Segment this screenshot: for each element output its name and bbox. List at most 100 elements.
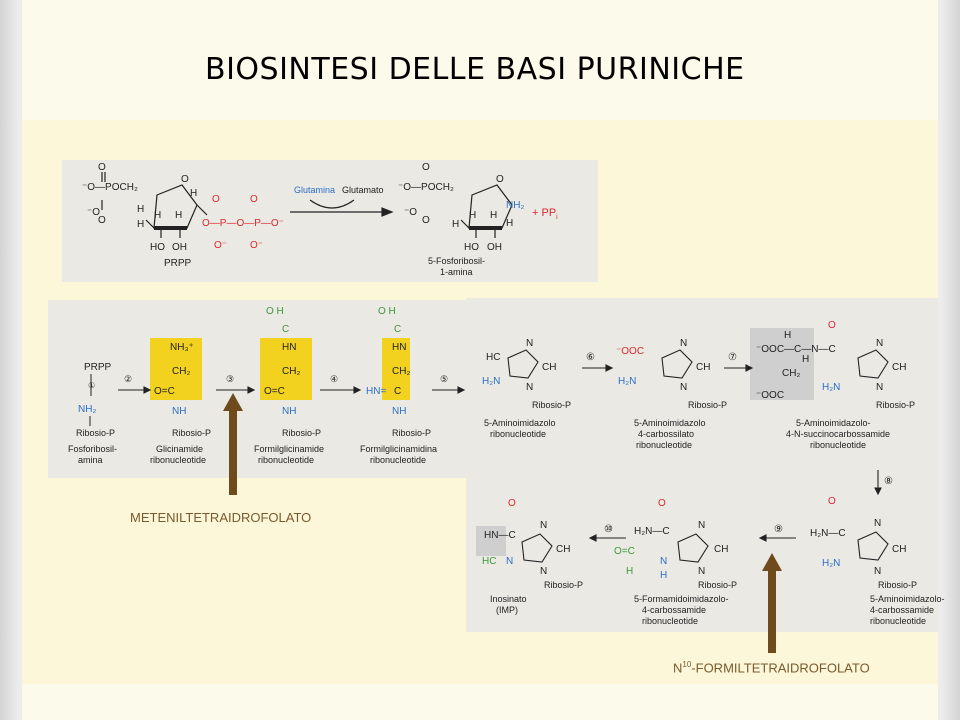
svg-text:O: O <box>658 498 666 509</box>
svg-text:O=C: O=C <box>614 546 635 557</box>
svg-text:Ribosio-P: Ribosio-P <box>544 580 583 590</box>
formiltetra-arrow <box>762 553 782 653</box>
svg-text:N: N <box>698 566 705 577</box>
highlight-glycine <box>150 338 202 400</box>
svg-text:ribonucleotide: ribonucleotide <box>636 440 692 450</box>
svg-text:N: N <box>876 382 883 393</box>
step-4-badge: ④ <box>330 374 338 384</box>
svg-text:Ribosio-P: Ribosio-P <box>172 428 211 438</box>
step-3-badge: ③ <box>226 374 234 384</box>
svg-text:H: H <box>490 210 497 221</box>
svg-text:⁻OOC: ⁻OOC <box>756 390 784 401</box>
step-7-badge: ⑦ <box>728 352 737 363</box>
svg-text:N: N <box>874 518 881 529</box>
svg-text:H₂N: H₂N <box>822 382 840 393</box>
svg-text:NH₂: NH₂ <box>506 200 524 211</box>
svg-text:N: N <box>526 382 533 393</box>
svg-text:O⁻: O⁻ <box>250 240 263 251</box>
svg-text:HN—C: HN—C <box>484 530 516 541</box>
svg-text:5-Aminoimidazolo-: 5-Aminoimidazolo- <box>796 418 871 428</box>
meteniltetra-arrow <box>223 393 243 495</box>
svg-text:HN: HN <box>392 342 406 353</box>
svg-text:Ribosio-P: Ribosio-P <box>76 428 115 438</box>
svg-text:CH: CH <box>892 544 906 555</box>
step-5-badge: ⑤ <box>440 374 448 384</box>
svg-text:Formilglicinamidina: Formilglicinamidina <box>360 444 437 454</box>
svg-text:NH: NH <box>172 406 186 417</box>
svg-text:H₂N: H₂N <box>482 376 500 387</box>
svg-text:O: O <box>422 162 430 173</box>
svg-text:⁻O—POCH₂: ⁻O—POCH₂ <box>398 182 454 193</box>
svg-text:4-carbossamide: 4-carbossamide <box>642 605 706 615</box>
svg-text:O: O <box>828 496 836 507</box>
svg-text:HO: HO <box>464 242 479 253</box>
svg-text:CH: CH <box>542 362 556 373</box>
reaction-arrow-glutamine <box>290 199 394 217</box>
product-label-2: 1-amina <box>440 267 473 277</box>
svg-text:4-carbossilato: 4-carbossilato <box>638 429 694 439</box>
svg-text:O: O <box>496 174 504 185</box>
glutamine-label: Glutamina <box>294 185 335 195</box>
svg-text:Fosforibosil-: Fosforibosil- <box>68 444 117 454</box>
reaction-panel-prpp: O ⁻O—POCH₂ ⁻O O O H H H H H HO OH O—P—O—… <box>62 160 598 282</box>
prpp-start-label: PRPP <box>84 362 112 373</box>
svg-text:N: N <box>698 520 705 531</box>
step-9-badge: ⑨ <box>774 524 783 535</box>
prpp-reaction-diagram: O ⁻O—POCH₂ ⁻O O O H H H H H HO OH O—P—O—… <box>82 162 558 277</box>
svg-text:CH₂: CH₂ <box>392 366 410 377</box>
svg-text:NH₂: NH₂ <box>78 404 96 415</box>
highlight-formyl-1 <box>260 338 312 400</box>
svg-text:HC: HC <box>486 352 500 363</box>
svg-text:5-Aminoimidazolo: 5-Aminoimidazolo <box>484 418 556 428</box>
svg-text:Ribosio-P: Ribosio-P <box>532 400 571 410</box>
svg-text:CH: CH <box>556 544 570 555</box>
svg-text:ribonucleotide: ribonucleotide <box>642 616 698 626</box>
svg-text:amina: amina <box>78 455 103 465</box>
svg-text:H₂N: H₂N <box>618 376 636 387</box>
svg-text:Formilglicinamide: Formilglicinamide <box>254 444 324 454</box>
product-label-1: 5-Fosforibosil- <box>428 256 485 266</box>
svg-text:⁻O: ⁻O <box>404 207 417 218</box>
svg-text:OH: OH <box>487 242 502 253</box>
svg-text:ribonucleotide: ribonucleotide <box>258 455 314 465</box>
svg-text:O: O <box>98 215 106 226</box>
svg-text:CH₂: CH₂ <box>282 366 300 377</box>
svg-text:ribonucleotide: ribonucleotide <box>150 455 206 465</box>
svg-text:O: O <box>828 320 836 331</box>
svg-text:CH: CH <box>696 362 710 373</box>
svg-text:N: N <box>874 566 881 577</box>
svg-text:Ribosio-P: Ribosio-P <box>392 428 431 438</box>
svg-text:H: H <box>137 204 144 215</box>
svg-text:CH: CH <box>892 362 906 373</box>
svg-text:O=C: O=C <box>154 386 175 397</box>
svg-text:CH: CH <box>714 544 728 555</box>
highlight-succinyl <box>750 328 814 400</box>
svg-text:ribonucleotide: ribonucleotide <box>870 616 926 626</box>
svg-text:H: H <box>784 330 791 341</box>
pathway-right-diagram: HC N CH H₂N N Ribosio-P 5-Aminoimidazolo… <box>476 320 945 626</box>
svg-text:H: H <box>626 566 633 577</box>
svg-text:Ribosio-P: Ribosio-P <box>688 400 727 410</box>
svg-text:H: H <box>154 210 161 221</box>
svg-text:⁻OOC—C—N—C: ⁻OOC—C—N—C <box>756 344 836 355</box>
svg-text:O: O <box>212 194 220 205</box>
svg-text:5-Formamidoimidazolo-: 5-Formamidoimidazolo- <box>634 594 729 604</box>
svg-text:HC: HC <box>482 556 496 567</box>
svg-text:4-N-succinocarbossamide: 4-N-succinocarbossamide <box>786 429 890 439</box>
svg-text:CH₂: CH₂ <box>782 368 800 379</box>
svg-text:O: O <box>98 162 106 173</box>
svg-text:CH₂: CH₂ <box>172 366 190 377</box>
svg-text:H₂N—C: H₂N—C <box>634 526 670 537</box>
pathway-panel-left: PRPP ① NH₂ Ribosio-P Fosforibosil- amina… <box>48 300 466 478</box>
svg-text:HN: HN <box>282 342 296 353</box>
svg-text:O H: O H <box>378 306 396 317</box>
prpp-label: PRPP <box>164 258 192 269</box>
fosforibosilamina-molecule <box>460 184 513 238</box>
svg-text:HN=: HN= <box>366 386 386 397</box>
svg-text:N: N <box>526 338 533 349</box>
svg-text:NH: NH <box>392 406 406 417</box>
svg-text:(IMP): (IMP) <box>496 605 518 615</box>
pathway-left-diagram: PRPP ① NH₂ Ribosio-P Fosforibosil- amina… <box>68 306 466 465</box>
highlight-imp <box>476 526 506 556</box>
step-6-badge: ⑥ <box>586 352 595 363</box>
